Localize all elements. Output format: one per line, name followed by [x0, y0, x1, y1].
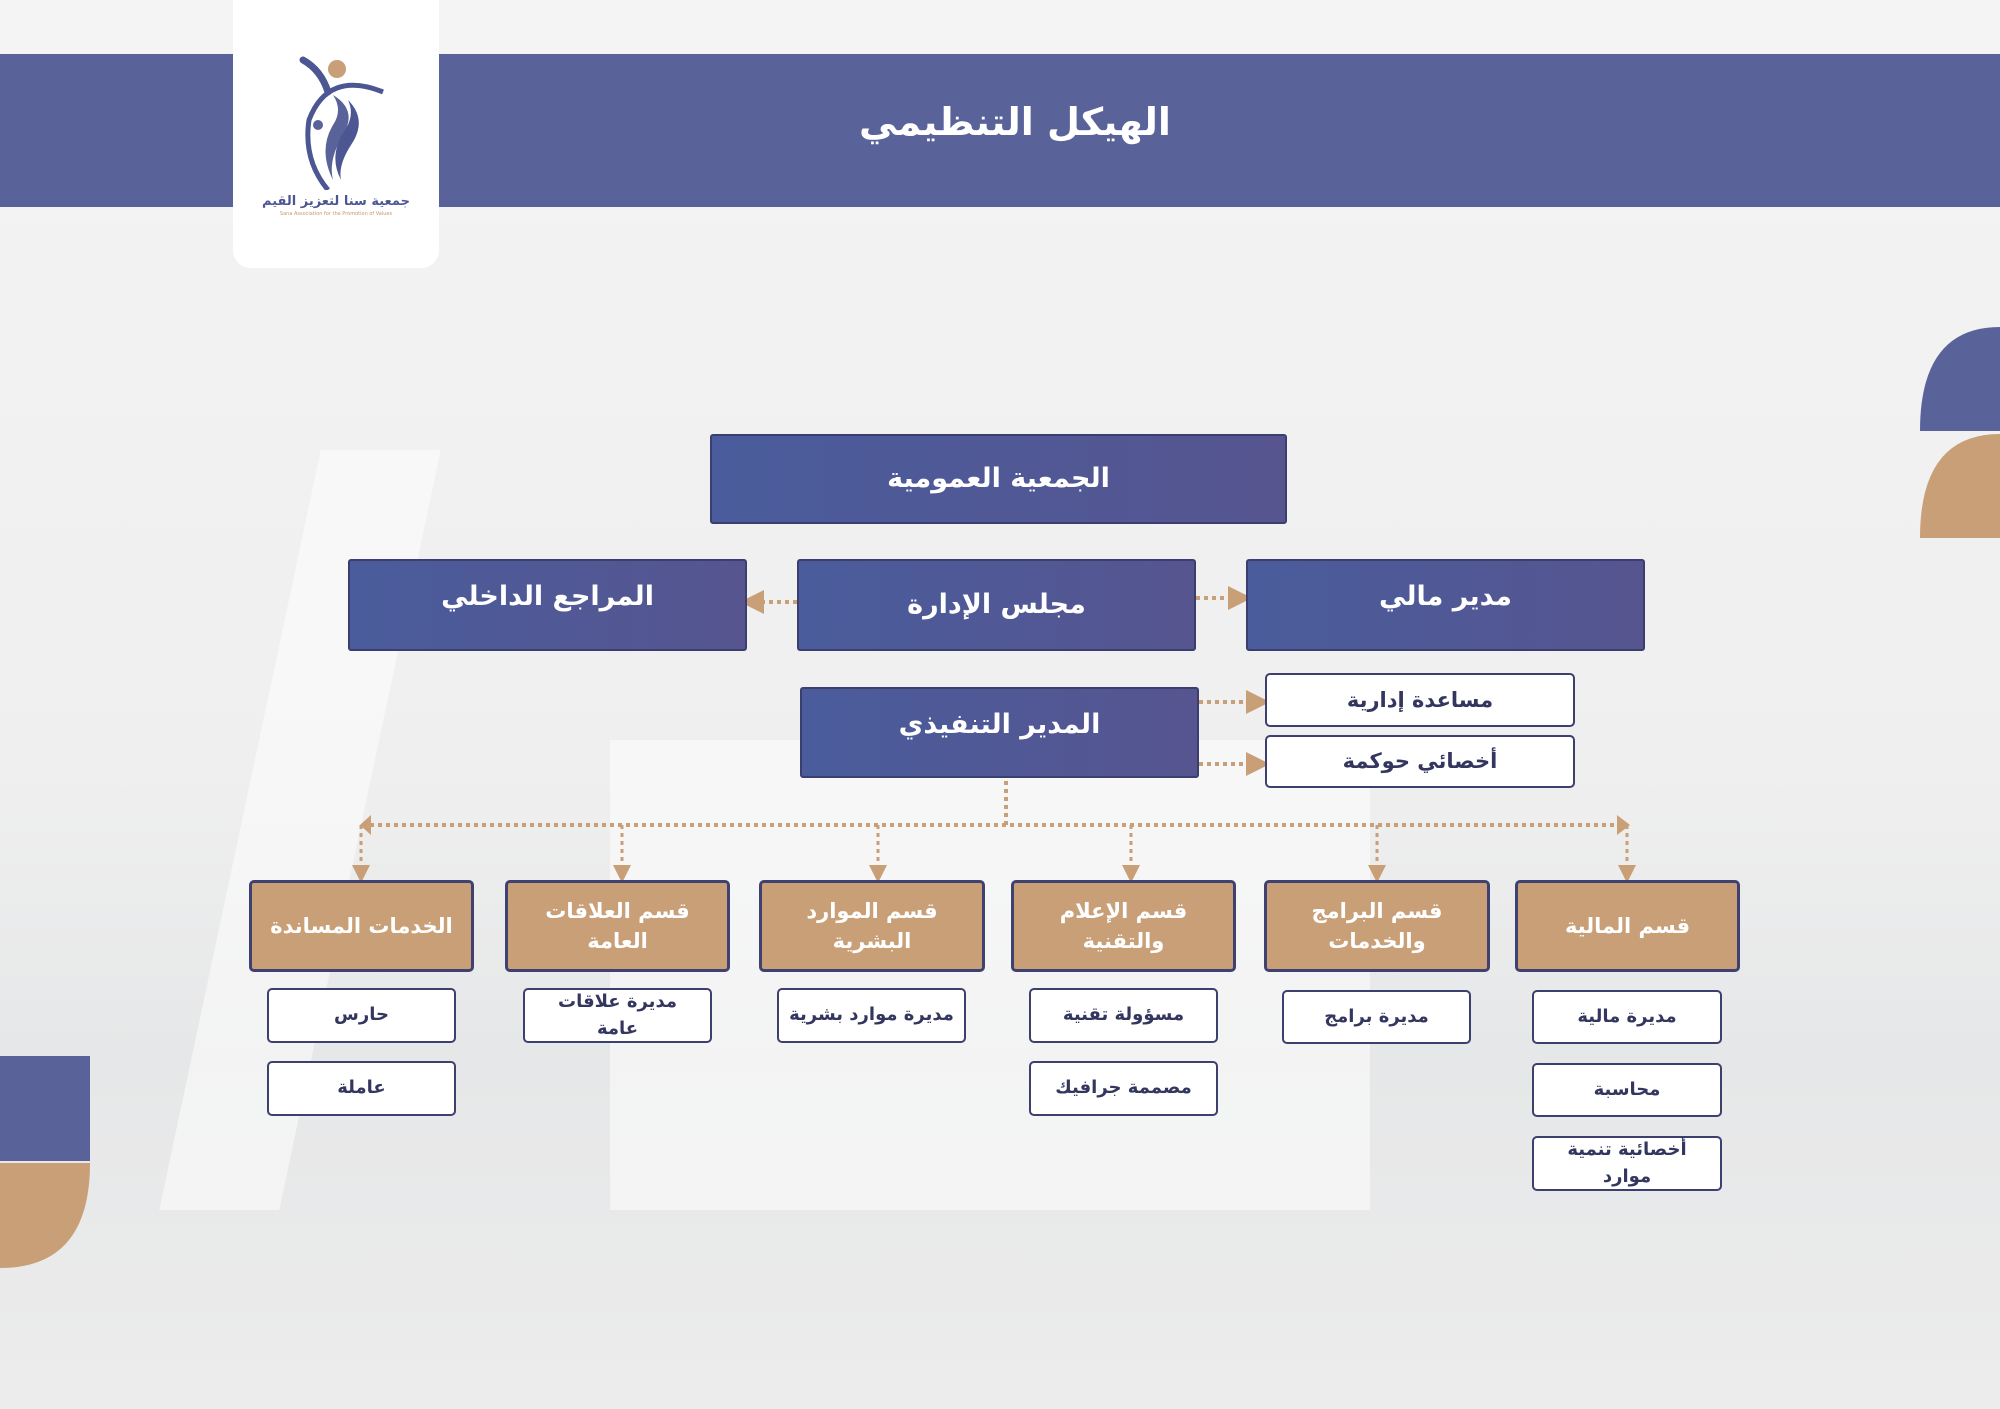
dept-public-relations: قسم العلاقات العامة [505, 880, 730, 972]
staff-box: مديرة علاقات عامة [523, 988, 712, 1043]
staff-box: مديرة برامج [1282, 990, 1471, 1044]
page-title: الهيكل التنظيمي [859, 100, 1171, 144]
staff-box: مديرة مالية [1532, 990, 1722, 1044]
logo-name-ar: جمعية سنا لتعزيز القيم [262, 194, 410, 209]
logo: جمعية سنا لتعزيز القيم Sana Association … [233, 0, 439, 268]
dept-support-services: الخدمات المساندة [249, 880, 474, 972]
staff-box: عاملة [267, 1061, 456, 1116]
staff-box: محاسبة [1532, 1063, 1722, 1117]
dept-media-tech: قسم الإعلام والتقنية [1011, 880, 1236, 972]
logo-name-en: Sana Association for the Promotion of Va… [279, 211, 393, 217]
decor-shape-right [1920, 327, 2000, 538]
staff-box: مسؤولة تقنية [1029, 988, 1218, 1043]
logo-emblem-icon [299, 56, 384, 192]
node-board: مجلس الإدارة [797, 559, 1196, 651]
dept-hr: قسم الموارد البشرية [759, 880, 985, 972]
node-internal-auditor: المراجع الداخلي [348, 559, 747, 651]
staff-box: مصممة جرافيك [1029, 1061, 1218, 1116]
decor-shape-left [0, 1056, 90, 1268]
staff-box: أخصائية تنمية موارد [1532, 1136, 1722, 1191]
background-books [610, 740, 1370, 1210]
node-admin-assistant: مساعدة إدارية [1265, 673, 1575, 727]
node-governance-specialist: أخصائي حوكمة [1265, 735, 1575, 788]
node-general-assembly: الجمعية العمومية [710, 434, 1287, 524]
staff-box: حارس [267, 988, 456, 1043]
staff-box: مديرة موارد بشرية [777, 988, 966, 1043]
dept-programs: قسم البرامج والخدمات [1264, 880, 1490, 972]
node-finance-manager: مدير مالي [1246, 559, 1645, 651]
dept-finance: قسم المالية [1515, 880, 1740, 972]
node-executive-director: المدير التنفيذي [800, 687, 1199, 778]
